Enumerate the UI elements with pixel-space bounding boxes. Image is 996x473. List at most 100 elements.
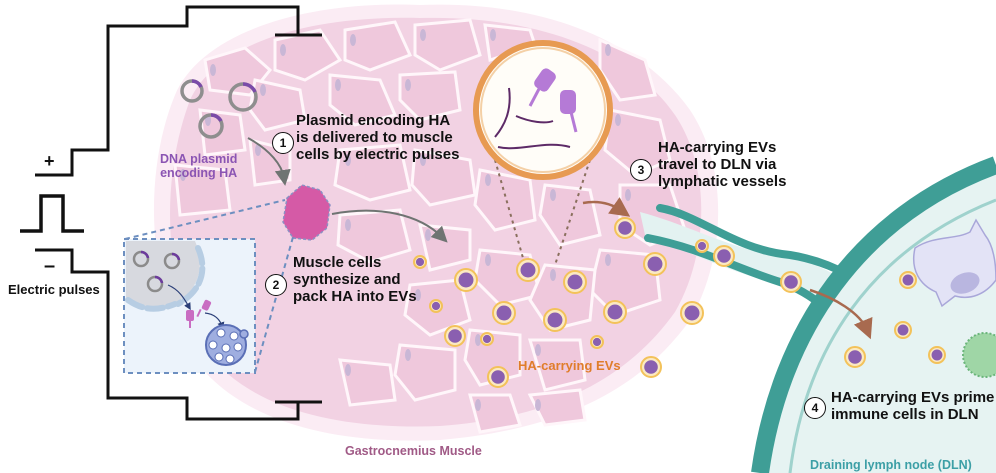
step-2-text: Muscle cells synthesize and pack HA into… <box>293 254 417 305</box>
muscle-fiber <box>343 20 413 72</box>
ev-particle <box>640 356 662 378</box>
nucleus <box>475 399 481 411</box>
draining-lymph-node <box>751 156 996 473</box>
arrow-cell-to-evs <box>331 209 448 243</box>
nucleus <box>475 334 481 346</box>
step-2-badge: 2 <box>265 274 287 296</box>
arrow-plasmid-to-cell <box>247 137 291 186</box>
inset-connectors <box>124 199 294 373</box>
nucleus <box>405 349 411 361</box>
ev-particle <box>429 299 443 313</box>
arrow-to-node <box>809 288 873 340</box>
nucleus <box>535 344 541 356</box>
nucleus <box>420 29 426 41</box>
muscle-fiber <box>527 388 587 427</box>
nucleus <box>615 114 621 126</box>
ev-particle <box>614 217 636 239</box>
muscle-fiber <box>336 208 412 264</box>
ev-particle <box>444 325 466 347</box>
pulse-icon <box>20 194 84 233</box>
nucleus <box>415 289 421 301</box>
gastrocnemius-muscle-label: Gastrocnemius Muscle <box>345 444 482 458</box>
zoom-detail-circle <box>473 40 613 180</box>
muscle-fiber <box>198 108 247 157</box>
nucleus <box>255 144 261 156</box>
step-3-line: travel to DLN via <box>658 155 777 173</box>
muscle-fiber <box>410 148 477 207</box>
muscle-fiber <box>538 183 602 247</box>
nucleus <box>605 44 611 56</box>
nucleus <box>625 189 631 201</box>
step-1-text: Plasmid encoding HA is delivered to musc… <box>296 112 460 163</box>
electric-pulses-label: Electric pulses <box>8 282 100 297</box>
nucleus <box>605 254 611 266</box>
step-4-line: immune cells in DLN <box>831 405 979 423</box>
electrode-circuit <box>35 5 322 421</box>
dna-plasmid-label: DNA plasmid encoding HA <box>160 152 237 180</box>
muscle-fiber <box>333 143 412 202</box>
dendritic-cell <box>913 218 996 308</box>
muscle-fiber <box>468 393 522 434</box>
zoom-connectors <box>494 159 591 266</box>
nucleus <box>345 219 351 231</box>
muscle-fiber <box>473 168 537 232</box>
nucleus <box>345 364 351 376</box>
step-3-line: lymphatic vessels <box>658 172 787 190</box>
plus-sign: + <box>44 151 55 171</box>
ev-particle <box>643 252 667 276</box>
step-3-badge: 3 <box>630 159 652 181</box>
nucleus <box>210 64 216 76</box>
step-2-line: Muscle cells <box>293 254 382 271</box>
muscle-fiber <box>338 358 397 407</box>
step-3-line: HA-carrying EVs <box>658 139 777 156</box>
ev-particle <box>543 308 567 332</box>
nucleus <box>345 154 351 166</box>
ev-particle <box>894 321 912 339</box>
ev-particle <box>780 271 802 293</box>
ev-particle <box>590 335 604 349</box>
muscle-fiber <box>328 73 398 127</box>
ev-particle <box>899 271 917 289</box>
ev-biogenesis-inset <box>123 238 256 374</box>
step-1-line: Plasmid encoding HA <box>296 112 451 129</box>
ev-particle <box>603 300 627 324</box>
nucleus <box>550 269 556 281</box>
step-1-badge: 1 <box>272 132 294 154</box>
nucleus <box>490 29 496 41</box>
lymphocyte <box>962 332 996 378</box>
nucleus <box>485 254 491 266</box>
ev-particle <box>487 366 509 388</box>
ev-particle <box>844 346 866 368</box>
arrow-to-lymph <box>582 197 631 217</box>
muscle-fiber <box>173 163 232 217</box>
ev-particle <box>492 301 516 325</box>
nucleus <box>350 34 356 46</box>
muscle-fiber <box>598 37 657 102</box>
step-2-line: pack HA into EVs <box>293 287 417 305</box>
ev-particle <box>695 239 709 253</box>
ha-carrying-evs-label: HA-carrying EVs <box>518 358 621 373</box>
step-4-line: HA-carrying EVs prime <box>831 389 995 406</box>
nucleus <box>425 229 431 241</box>
step-2-line: synthesize and <box>293 270 401 288</box>
nucleus <box>280 44 286 56</box>
ev-particle <box>713 245 735 267</box>
muscle-fiber <box>527 338 587 392</box>
nucleus <box>260 84 266 96</box>
muscle-fibers <box>173 18 687 434</box>
step-1-line: is delivered to muscle <box>296 128 453 146</box>
nucleus <box>420 154 426 166</box>
ev-particle <box>454 268 478 292</box>
dna-plasmids <box>180 79 258 139</box>
muscle-fiber <box>603 108 672 177</box>
nucleus <box>335 79 341 91</box>
ev-particle <box>516 258 540 282</box>
nucleus <box>535 399 541 411</box>
step-1-line: cells by electric pulses <box>296 145 460 163</box>
step-4-badge: 4 <box>804 397 826 419</box>
muscle-fiber <box>413 18 482 72</box>
ev-particle <box>563 270 587 294</box>
ev-particle <box>413 255 427 269</box>
transfected-muscle-cell <box>282 184 331 241</box>
